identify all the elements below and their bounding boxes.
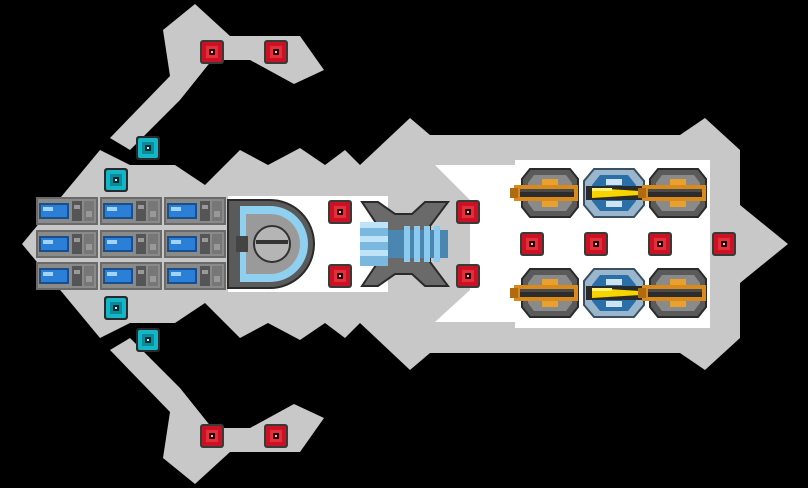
red-node-icon[interactable] xyxy=(200,40,224,64)
red-node-icon[interactable] xyxy=(520,232,544,256)
red-node-icon[interactable] xyxy=(648,232,672,256)
power-cell-icon xyxy=(36,197,98,225)
power-cell-icon xyxy=(164,197,226,225)
laser-icon xyxy=(583,168,645,218)
red-node-icon[interactable] xyxy=(456,200,480,224)
power-cell-icon xyxy=(36,262,98,290)
red-node-icon[interactable] xyxy=(328,264,352,288)
power-cell-icon xyxy=(100,262,162,290)
power-cell-icon xyxy=(164,262,226,290)
power-cell-icon xyxy=(164,230,226,258)
red-node-icon[interactable] xyxy=(712,232,736,256)
power-cell-bank xyxy=(36,197,226,290)
reactor-icon xyxy=(227,199,315,289)
red-node-icon[interactable] xyxy=(328,200,352,224)
red-node-icon[interactable] xyxy=(584,232,608,256)
cyan-node-icon[interactable] xyxy=(104,296,128,320)
laser-icon xyxy=(583,268,645,318)
power-cell-icon xyxy=(36,230,98,258)
cyan-node-icon[interactable] xyxy=(104,168,128,192)
power-cell-icon xyxy=(100,197,162,225)
cyan-node-icon[interactable] xyxy=(136,136,160,160)
red-node-icon[interactable] xyxy=(200,424,224,448)
cyan-node-icon[interactable] xyxy=(136,328,160,352)
engine-icon xyxy=(360,201,450,287)
lower-fin xyxy=(110,338,324,484)
red-node-icon[interactable] xyxy=(264,40,288,64)
power-cell-icon xyxy=(100,230,162,258)
red-node-icon[interactable] xyxy=(264,424,288,448)
red-node-icon[interactable] xyxy=(456,264,480,288)
upper-fin xyxy=(110,4,324,150)
